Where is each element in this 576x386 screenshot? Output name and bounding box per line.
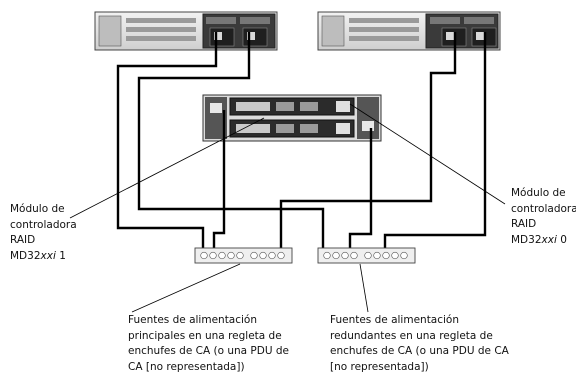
- label-raid-0-line-2: controladora: [511, 202, 576, 215]
- label-raid-1-line-2: controladora: [10, 218, 77, 231]
- controller-module-bottom: [229, 119, 355, 138]
- server-right: [317, 11, 501, 51]
- power-cables: [116, 32, 487, 254]
- label-redundant-power-line-3: enchufes de CA (o una PDU de CA: [330, 345, 509, 357]
- label-main-power-line-4: CA [no representada]): [128, 360, 245, 373]
- storage-enclosure: [202, 94, 382, 142]
- leader-lines: [69, 103, 506, 313]
- cable-enclosure-psu-right: [348, 128, 373, 254]
- label-raid-0-model: MD32xxi 0: [511, 233, 567, 246]
- label-redundant-power: Fuentes de alimentación redundantes en u…: [330, 313, 509, 375]
- label-main-power-line-1: Fuentes de alimentación: [128, 314, 258, 326]
- label-main-power-line-3: enchufes de CA (o una PDU de: [128, 345, 289, 357]
- cable-server-right-psu2: [383, 32, 487, 254]
- leader-raid-1: [69, 117, 265, 219]
- label-redundant-power-line-1: Fuentes de alimentación: [330, 314, 460, 326]
- cable-server-right-psu1: [279, 32, 457, 254]
- power-strip-main: [194, 247, 293, 264]
- power-strip-redundant: [317, 247, 416, 264]
- leader-main-power: [131, 263, 241, 313]
- label-raid-module-1: Módulo de controladora RAID MD32xxi 1: [10, 202, 77, 264]
- label-raid-0-line-3: RAID: [511, 218, 537, 230]
- cable-enclosure-psu-left: [212, 110, 226, 254]
- server-left-psu-2: [242, 27, 268, 47]
- label-raid-1-model: MD32xxi 1: [10, 249, 66, 262]
- label-raid-module-0: Módulo de controladora RAID MD32xxi 0: [511, 186, 576, 248]
- label-redundant-power-line-4: [no representada]): [330, 360, 429, 373]
- label-raid-0-line-1: Módulo de: [511, 187, 566, 199]
- leader-raid-0: [349, 103, 506, 205]
- label-raid-1-line-3: RAID: [10, 234, 36, 246]
- label-raid-1-line-1: Módulo de: [10, 203, 65, 215]
- label-redundant-power-line-2: redundantes en una regleta de: [330, 329, 493, 342]
- cable-server-left-psu1: [116, 32, 218, 254]
- server-left-psu-1: [209, 27, 235, 47]
- controller-module-top: [229, 97, 355, 116]
- label-main-power: Fuentes de alimentación principales en u…: [128, 313, 289, 375]
- leader-redundant-power: [359, 263, 369, 313]
- label-main-power-line-2: principales en una regleta de: [128, 329, 282, 342]
- cable-server-left-psu2: [137, 32, 325, 254]
